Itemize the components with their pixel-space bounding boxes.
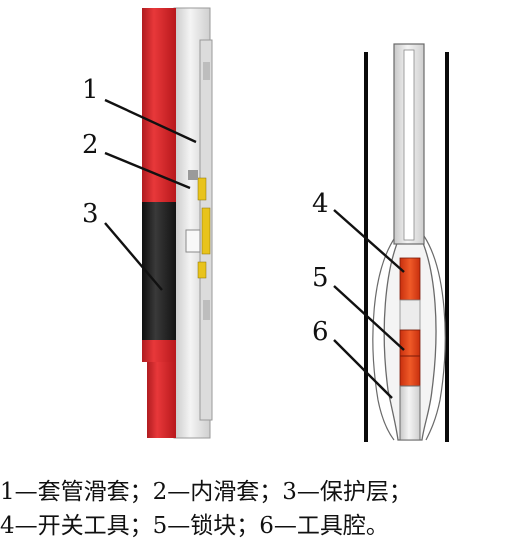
leader-2 — [104, 151, 191, 190]
callout-4: 4 — [312, 189, 329, 219]
tool-rod-inner — [403, 49, 415, 241]
casing-upper-red — [142, 8, 176, 202]
tool-cavity-outline — [372, 235, 397, 441]
leader-lines — [104, 98, 405, 399]
leader-5 — [333, 285, 405, 351]
callout-1: 1 — [82, 75, 99, 105]
casing-lower-red — [142, 340, 176, 362]
legend-line-2: 4—开关工具；5—锁块；6—工具腔。 — [0, 513, 389, 539]
callout-numbers: 1 2 3 4 5 6 — [82, 75, 329, 347]
sleeve-port — [188, 170, 198, 180]
sleeve-window — [185, 229, 201, 253]
leader-6 — [333, 339, 393, 399]
sleeve-step-mid — [203, 300, 210, 320]
tool-tail — [399, 385, 421, 441]
leader-1 — [104, 98, 197, 144]
leader-4 — [333, 209, 405, 273]
legend-line-1: 1—套管滑套；2—内滑套；3—保护层； — [0, 479, 412, 505]
sleeve-yellow-lock-1 — [197, 177, 207, 201]
switch-tool-upper — [399, 257, 421, 301]
right-assembly — [364, 43, 449, 442]
callout-6: 6 — [312, 317, 329, 347]
sleeve-yellow-lock-2 — [201, 207, 211, 255]
switch-tool-gap — [399, 299, 421, 331]
casing-base-red — [147, 362, 176, 438]
lock-block — [399, 329, 421, 387]
callout-5: 5 — [312, 263, 329, 293]
left-assembly — [142, 7, 213, 439]
callout-3: 3 — [82, 199, 99, 229]
tool-cavity-outline-right — [423, 235, 446, 441]
leader-3 — [104, 222, 163, 291]
sleeve-step-top — [203, 62, 210, 80]
callout-2: 2 — [82, 130, 99, 160]
protective-layer — [142, 202, 176, 340]
sleeve-yellow-lock-3 — [197, 261, 207, 279]
